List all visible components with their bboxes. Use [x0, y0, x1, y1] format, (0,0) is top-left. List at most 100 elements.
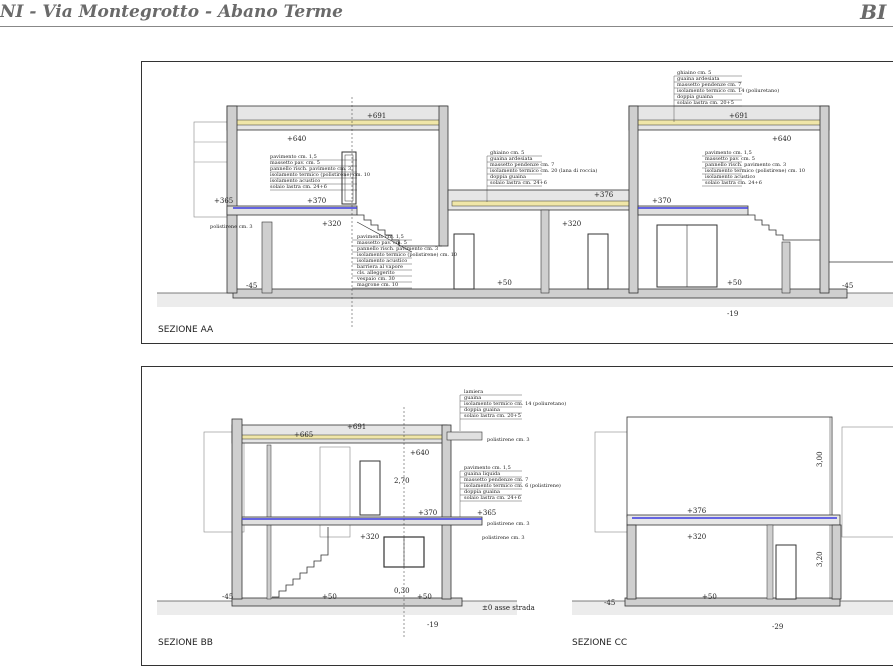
- level-aa-1: +640: [287, 135, 306, 143]
- bb-roof: [231, 424, 448, 444]
- dim-bb-0: 2,70: [394, 477, 410, 485]
- note-bb-m4: doppia guaina: [464, 489, 500, 495]
- level-aa-14: -45: [842, 282, 853, 290]
- bb-wall-l: [231, 418, 243, 600]
- note-aa-b2: pannello risch. pavimento cm. 3: [357, 246, 438, 252]
- note-aa-b5: barriera al vapore: [357, 264, 403, 270]
- level-bb-9: +50: [417, 593, 432, 601]
- note-aa-l2: pannello risch. pavimento cm. 3: [270, 166, 351, 172]
- note-bb-poly3: polistirene cm. 3: [482, 535, 525, 541]
- level-cc-0: +376: [687, 507, 707, 515]
- section-bb-cc-drawing: lamiera guaina isolamento termico cm. 14…: [157, 389, 893, 648]
- level-bb-6: +50: [322, 593, 337, 601]
- note-aa-l5: solaio lastra cm. 24+6: [270, 184, 327, 190]
- door-aa-3: [587, 233, 609, 290]
- level-bb-0: +691: [347, 423, 366, 431]
- note-aa-b3: isolamento termico (polistirene) cm. 10: [357, 251, 457, 258]
- note-aa-r5: solaio lastra cm. 24+6: [705, 180, 762, 186]
- page-header: NI - Via Montegrotto - Abano Terme BI - …: [0, 0, 893, 28]
- bb-mid-slab: [241, 516, 483, 526]
- note-bb-m0: pavimento cm. 1,5: [464, 465, 511, 471]
- level-cc-2: +50: [702, 593, 717, 601]
- bb-foundation: [231, 597, 463, 607]
- note-aa-r3: isolamento termico (polistirene) cm. 10: [705, 167, 805, 174]
- level-aa-7: -45: [246, 282, 257, 290]
- note-bb-t3: doppia guaina: [464, 407, 500, 413]
- note-aa-l1: massetto pav. cm. 5: [270, 160, 320, 166]
- left-block-wall-r: [438, 105, 449, 247]
- caption-cc: SEZIONE CC: [572, 638, 627, 648]
- note-aa-b8: magrone cm. 10: [357, 282, 398, 288]
- level-aa-8: -19: [727, 310, 738, 318]
- foundation-slab: [232, 288, 848, 299]
- left-block-mid-slab: [226, 205, 358, 216]
- note-aa-b4: isolamento acustico: [357, 258, 407, 264]
- note-bb-poly1: polistirene cm. 3: [487, 437, 530, 443]
- note-bb-t4: solaio lastra cm. 20+5: [464, 413, 521, 419]
- left-block-wall-l: [226, 105, 238, 294]
- section-aa-drawing: +691 +640 +376 +320 +365 +370 +50 -45 -1…: [157, 70, 893, 335]
- cc-wall-l: [626, 524, 637, 600]
- note-aa-r1: massetto pav. cm. 5: [705, 156, 755, 162]
- door-aa-2: [453, 233, 475, 290]
- note-aa-m4: doppia guaina: [490, 174, 526, 180]
- level-bb-1: +665: [294, 431, 313, 439]
- project-code: BI - S: [860, 0, 893, 24]
- stair-bb: [272, 527, 329, 598]
- level-aa-5: +370: [307, 197, 326, 205]
- right-block-mid-slab: [637, 205, 749, 216]
- level-cc-4: -29: [772, 623, 783, 631]
- level-aa-6: +50: [497, 279, 512, 287]
- note-bb-m3: isolamento termico cm. 6 (polistirene): [464, 482, 561, 489]
- note-aa-poly: polistirene cm. 3: [210, 224, 253, 230]
- note-aa-b6: cls. alleggerito: [357, 270, 395, 276]
- note-bb-t2: isolamento termico cm. 14 (poliuretano): [464, 400, 566, 407]
- note-aa-r0: pavimento cm. 1,5: [705, 150, 752, 156]
- bb-wall-r: [441, 424, 452, 600]
- level-aa-13: +50: [727, 279, 742, 287]
- note-bb-m1: guaina liquida: [464, 471, 500, 477]
- caption-aa: SEZIONE AA: [158, 325, 214, 335]
- note-bb-m2: massetto pendenze cm. 7: [464, 477, 528, 483]
- note-bb-t0: lamiera: [464, 389, 483, 395]
- level-aa-12: +370: [652, 197, 671, 205]
- level-aa-10: +640: [772, 135, 791, 143]
- cc-foundation: [624, 597, 841, 607]
- level-cc-1: +320: [687, 533, 706, 541]
- note-aa-b7: vespaio cm. 30: [356, 276, 395, 282]
- note-aa-b1: massetto pav. cm. 5: [357, 240, 407, 246]
- level-bb-8: -19: [427, 621, 438, 629]
- note-aa-t2: massetto pendenze cm. 7: [677, 82, 741, 88]
- note-aa-r2: pannello risch. pavimento cm. 3: [705, 162, 786, 168]
- note-aa-r4: isolamento acustico: [705, 174, 755, 180]
- level-aa-4: +365: [214, 197, 233, 205]
- level-aa-9: +691: [729, 112, 748, 120]
- note-bb-poly2: polistirene cm. 3: [487, 521, 530, 527]
- note-aa-m5: solaio lastra cm. 24+6: [490, 180, 547, 186]
- note-aa-l3: isolamento termico (polistirene) cm. 10: [270, 171, 370, 178]
- note-aa-t0: ghiaino cm. 5: [677, 70, 711, 76]
- door-cc-1: [775, 544, 797, 600]
- right-block-wall-r: [819, 105, 830, 294]
- note-aa-m1: guaina ardesiata: [490, 156, 532, 162]
- note-aa-m3: isolamento termico cm. 20 (lana di rocci…: [490, 167, 597, 174]
- level-bb-3: +370: [418, 509, 437, 517]
- project-title: NI - Via Montegrotto - Abano Terme: [0, 2, 343, 22]
- note-aa-b0: pavimento cm. 1,5: [357, 234, 404, 240]
- cc-wall-r: [831, 524, 842, 600]
- note-aa-m0: ghiaino cm. 5: [490, 150, 524, 156]
- note-bb-t1: guaina: [464, 395, 481, 401]
- door-bb-1: [359, 460, 381, 516]
- dim-bb-1: 0,30: [394, 587, 410, 595]
- caption-bb: SEZIONE BB: [158, 638, 213, 648]
- level-bb-5: +320: [360, 533, 379, 541]
- right-block-wall-l: [628, 105, 639, 294]
- level-aa-2: +376: [594, 191, 614, 199]
- level-aa-0: +691: [367, 112, 386, 120]
- level-cc-3: -45: [604, 599, 615, 607]
- note-aa-t4: doppia guaina: [677, 94, 713, 100]
- note-bb-m5: solaio lastra cm. 24+6: [464, 495, 521, 501]
- level-aa-11: +320: [562, 220, 581, 228]
- note-aa-l0: pavimento cm. 1,5: [270, 154, 317, 160]
- section-bb-cc-panel: lamiera guaina isolamento termico cm. 14…: [141, 366, 893, 666]
